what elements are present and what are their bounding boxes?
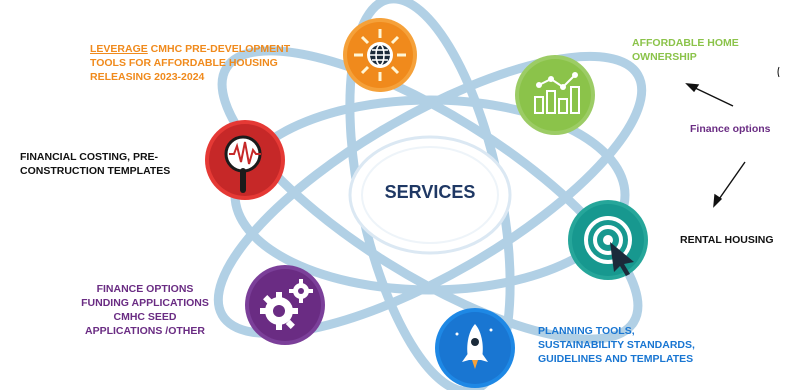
rocket-icon: [435, 308, 515, 388]
arrow-up-left: [690, 85, 734, 107]
label-funding-line1: FINANCE OPTIONS: [96, 283, 194, 295]
center-nucleus: [348, 135, 512, 255]
label-planning-line1: PLANNING TOOLS,: [538, 325, 635, 337]
label-planning: PLANNING TOOLS, SUSTAINABILITY STANDARDS…: [538, 324, 695, 366]
edge-mark: [777, 66, 780, 78]
label-planning-line3: GUIDELINES AND TEMPLATES: [538, 353, 694, 365]
label-funding-line2: FUNDING APPLICATIONS: [81, 297, 209, 309]
label-leverage-line1-rest: CMHC PRE-DEVELOPMENT: [147, 43, 291, 55]
label-leverage-line3: RELEASING 2023-2024: [90, 71, 205, 83]
label-affordable-line1: AFFORDABLE HOME: [632, 37, 739, 49]
label-rental: RENTAL HOUSING: [680, 234, 774, 246]
label-affordable: AFFORDABLE HOME OWNERSHIP: [632, 36, 739, 64]
gears-icon: [245, 265, 325, 345]
arrow-down-left: [716, 161, 746, 203]
label-leverage-line2: TOOLS FOR AFFORDABLE HOUSING: [90, 57, 278, 69]
bar-chart-icon: [515, 55, 595, 135]
magnifier-waveform-icon: [205, 120, 285, 200]
orbit-ring-diagonal-a: [213, 51, 647, 339]
label-funding-line3: CMHC SEED: [113, 311, 177, 323]
label-costing-line1: FINANCIAL COSTING, PRE-: [20, 151, 159, 163]
label-finance-options: Finance options: [690, 123, 771, 135]
label-leverage-line1: LEVERAGE CMHC PRE-DEVELOPMENT: [90, 42, 290, 56]
center-title: SERVICES: [384, 182, 476, 202]
globe-sun-icon: [343, 18, 417, 92]
label-affordable-line2: OWNERSHIP: [632, 51, 697, 63]
label-funding-line4: APPLICATIONS /OTHER: [85, 325, 205, 337]
finance-arrows: [685, 83, 746, 208]
label-planning-line2: SUSTAINABILITY STANDARDS,: [538, 339, 695, 351]
label-costing: FINANCIAL COSTING, PRE- CONSTRUCTION TEM…: [20, 150, 170, 178]
label-leverage: LEVERAGE CMHC PRE-DEVELOPMENT TOOLS FOR …: [90, 42, 290, 84]
orbit-ring-diagonal-b: [217, 46, 643, 344]
label-leverage-underlined: LEVERAGE: [90, 43, 148, 55]
label-costing-line2: CONSTRUCTION TEMPLATES: [20, 165, 171, 177]
target-icon: [568, 200, 648, 280]
label-funding: FINANCE OPTIONS FUNDING APPLICATIONS CMH…: [75, 282, 215, 338]
